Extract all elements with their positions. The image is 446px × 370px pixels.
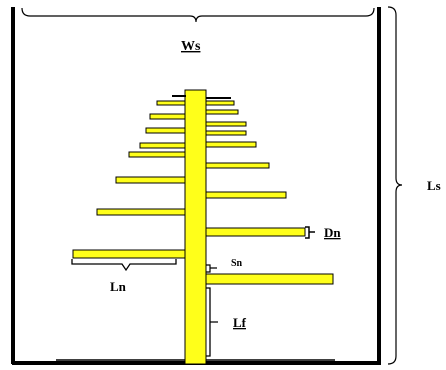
sn-label: Sn	[231, 258, 243, 269]
branch-left-2	[149, 113, 186, 120]
ls-brace	[387, 6, 403, 365]
ws-label: Ws	[181, 39, 201, 54]
ls-label: Ls	[427, 178, 441, 193]
branch-left-8	[72, 249, 186, 259]
branch-left-5	[128, 151, 186, 158]
lf-bracket	[206, 287, 218, 357]
branch-right-3	[205, 121, 247, 127]
branch-right-9	[205, 273, 334, 285]
branch-right-4	[205, 130, 247, 136]
branch-right-5	[205, 141, 257, 148]
dn-bracket	[305, 226, 315, 239]
ln-label: Ln	[110, 279, 127, 294]
branch-left-4	[139, 142, 186, 149]
branch-right-6	[205, 162, 270, 169]
ws-brace	[21, 7, 375, 23]
lf-label: Lf	[233, 315, 247, 330]
feed-stem	[184, 89, 207, 365]
branch-right-1	[205, 100, 235, 106]
branch-right-2	[205, 109, 239, 115]
branch-left-7	[96, 208, 186, 216]
branch-left-1	[156, 100, 186, 106]
branch-right-8	[205, 227, 306, 237]
branch-right-7	[205, 191, 287, 199]
dn-label: Dn	[324, 225, 341, 240]
sn-bracket	[206, 264, 217, 273]
branch-left-6	[115, 176, 186, 184]
ln-bracket	[71, 259, 177, 272]
branch-left-3	[145, 127, 186, 134]
